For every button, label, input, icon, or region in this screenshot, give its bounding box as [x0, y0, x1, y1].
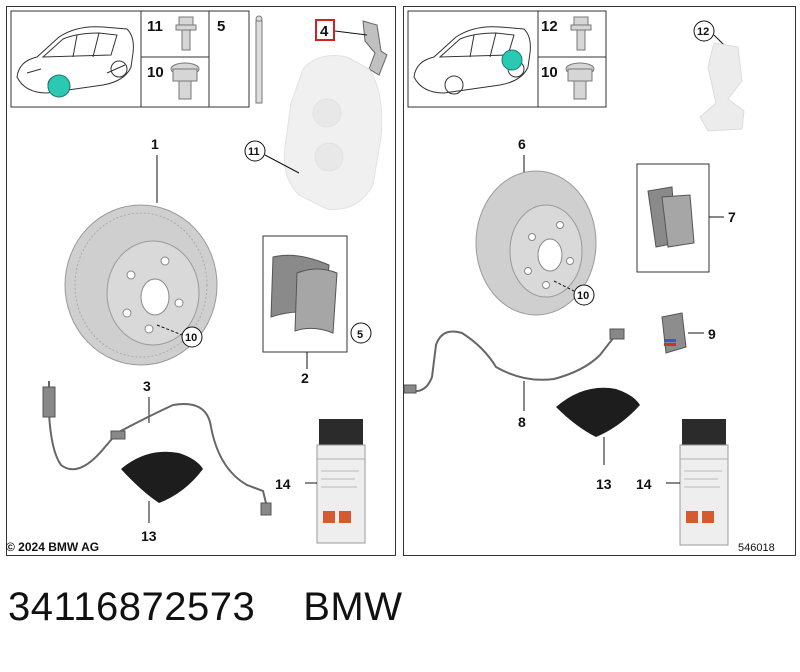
brake-pads-7-image: [647, 186, 695, 248]
brake-pad-box: [262, 235, 348, 353]
callout-12: [693, 20, 715, 42]
front-axle-panel: 11 10 5 4: [6, 6, 396, 556]
label-13: 13: [596, 476, 612, 492]
locator-dot: [47, 74, 71, 98]
cleaning-cloth-13-image: [121, 451, 203, 503]
brake-disc-6-image: [475, 170, 597, 316]
front-axle-diagram: 11 10 5 4: [10, 10, 388, 544]
bolt-11-icon: [175, 16, 197, 51]
label-9: 9: [708, 326, 716, 342]
pin-5-icon: [255, 15, 263, 104]
sensor-bracket-9-image: [661, 312, 687, 354]
caliper-carrier-12-image: [699, 42, 745, 132]
car-locator-icon: [16, 26, 134, 95]
cleaning-cloth-13-image: [556, 387, 640, 437]
brand-name: BMW: [303, 585, 403, 629]
pin-box: [208, 10, 250, 108]
rear-axle-panel: 12 10 12 6: [403, 6, 796, 556]
label-8: 8: [518, 414, 526, 430]
label-10-callout: 10: [185, 332, 197, 344]
wear-sensor-8-image: [404, 328, 625, 394]
callout-11: [244, 140, 266, 162]
label-5-header: 5: [217, 18, 225, 35]
label-5-callout: 5: [357, 329, 363, 341]
label-12-callout: 12: [697, 26, 709, 38]
brake-disc-1-image: [64, 204, 218, 366]
label-13: 13: [141, 528, 157, 544]
highlight-box-4: [315, 19, 335, 41]
spring-clip-4-icon: [334, 20, 388, 76]
label-10-callout: 10: [577, 290, 589, 302]
brake-caliper-image: [283, 55, 383, 210]
copyright-text: © 2024 BMW AG: [6, 540, 100, 554]
label-10-header: 10: [541, 64, 558, 81]
label-2: 2: [301, 370, 309, 386]
callout-10: [181, 326, 203, 348]
label-4: 4: [320, 23, 329, 40]
spray-can-14-image: [316, 419, 366, 544]
bolt-box: [537, 10, 607, 108]
bolt-10-icon: [170, 62, 200, 100]
label-11-header: 11: [147, 18, 163, 35]
rear-axle-diagram: 12 10 12 6: [404, 10, 745, 546]
label-7: 7: [728, 209, 736, 225]
bolt-10-icon: [565, 62, 595, 100]
label-10-header: 10: [147, 64, 164, 81]
label-1: 1: [151, 136, 159, 152]
label-14: 14: [275, 476, 291, 492]
brake-pads-2-image: [270, 254, 338, 334]
callout-5: [350, 322, 372, 344]
rear-pad-box: [636, 163, 710, 273]
spray-can-14-image: [679, 419, 729, 546]
label-14: 14: [636, 476, 652, 492]
footer-caption: 34116872573 BMW: [8, 585, 403, 630]
label-12-header: 12: [541, 18, 558, 35]
part-number: 34116872573: [8, 585, 256, 629]
label-3: 3: [143, 378, 151, 394]
locator-dot: [501, 49, 523, 71]
callout-10: [573, 284, 595, 306]
label-11-callout: 11: [248, 146, 260, 158]
bolt-12-icon: [570, 16, 592, 51]
wear-sensor-3-image: [42, 381, 272, 516]
label-6: 6: [518, 136, 526, 152]
diagram-id: 546018: [738, 542, 775, 554]
